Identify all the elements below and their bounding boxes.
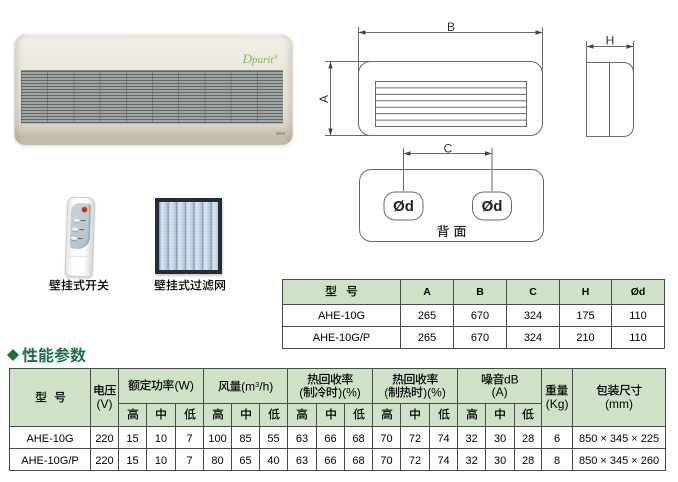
svg-text:B: B bbox=[447, 20, 455, 34]
svg-text:Ød: Ød bbox=[482, 198, 503, 215]
svg-text:H: H bbox=[606, 34, 615, 48]
svg-text:Ød: Ød bbox=[393, 198, 414, 215]
svg-text:A: A bbox=[317, 95, 331, 103]
svg-text:C: C bbox=[444, 141, 453, 155]
